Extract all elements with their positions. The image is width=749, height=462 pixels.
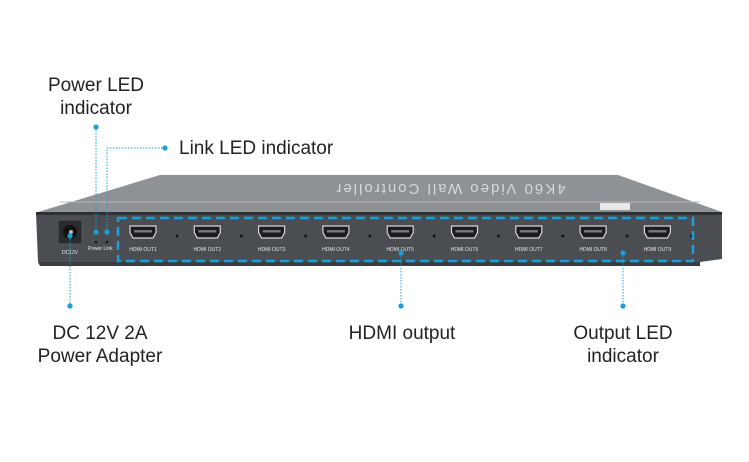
link-led: [105, 240, 109, 244]
hdmi-port-label: HDMI OUT2: [194, 247, 222, 253]
hdmi-port-contacts: [455, 230, 474, 233]
hdmi-marker: [398, 250, 404, 256]
device-top-label: 4K60 Video Wall Controller: [334, 180, 565, 197]
hdmi-port-label: HDMI OUT7: [515, 247, 543, 253]
dc-marker: [67, 233, 73, 239]
output-led-marker: [620, 250, 626, 256]
hdmi-port-contacts: [326, 230, 345, 233]
brand-logo: [600, 203, 630, 210]
power-label: Power: [88, 246, 103, 252]
device-top-panel: [38, 175, 722, 212]
power-led-callout: Power LED indicator: [40, 74, 152, 120]
hdmi-port-label: HDMI OUT9: [644, 247, 672, 253]
hdmi-port-label: HDMI OUT5: [386, 247, 414, 253]
power-led-line1: Power LED: [47, 75, 145, 96]
output-led-callout: Output LED indicator: [560, 322, 686, 368]
dc-power-line1: DC 12V 2A: [52, 323, 148, 344]
link-label: Link: [103, 246, 113, 252]
hdmi-port-label: HDMI OUT6: [451, 247, 479, 253]
output-led-line2: indicator: [587, 346, 659, 367]
output-led: [625, 234, 629, 238]
hdmi-port-label: HDMI OUT1: [129, 247, 157, 253]
hdmi-output-highlight: [116, 216, 695, 263]
dc-power-callout: DC 12V 2A Power Adapter: [20, 322, 180, 368]
hdmi-port-contacts: [262, 230, 281, 233]
power-led: [94, 240, 98, 244]
output-led: [175, 234, 179, 238]
power-led-marker: [93, 124, 99, 130]
output-led: [304, 234, 307, 238]
hdmi-port-contacts: [391, 230, 410, 233]
hdmi-port-contacts: [648, 230, 667, 233]
output-led: [561, 234, 565, 238]
hdmi-output-callout: HDMI output: [348, 323, 456, 344]
link-led-marker: [162, 145, 168, 151]
dc-label: DC12V: [62, 250, 79, 256]
dc-power-line2: Power Adapter: [37, 346, 163, 367]
link-led-callout: Link LED indicator: [179, 138, 334, 159]
hdmi-port-contacts: [519, 230, 538, 233]
hdmi-port-contacts: [584, 230, 603, 233]
hdmi-port-label: HDMI OUT3: [258, 247, 286, 253]
output-led-line1: Output LED: [573, 323, 673, 344]
output-led: [368, 234, 372, 238]
output-led: [497, 234, 500, 238]
hdmi-port-contacts: [134, 230, 152, 233]
device-front-panel: [36, 212, 722, 262]
hdmi-port-label: HDMI OUT8: [579, 247, 607, 253]
output-led: [239, 234, 243, 238]
power-led-line2: indicator: [60, 98, 132, 119]
hdmi-port-contacts: [198, 230, 217, 233]
hdmi-port-label: HDMI OUT4: [322, 247, 350, 253]
output-led: [432, 234, 436, 238]
